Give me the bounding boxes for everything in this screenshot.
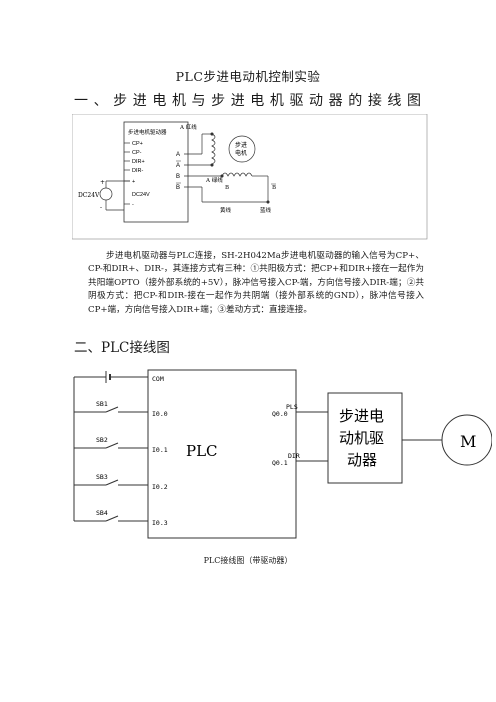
coil-b-label: B [225, 185, 229, 191]
plc-wiring-diagram: COM I0.0 I0.1 I0.2 I0.3 Q0.0 Q0.1 SB1 SB… [73, 369, 492, 539]
dc-supply-symbol [99, 187, 113, 201]
com-label: COM [152, 375, 164, 383]
plc-box [147, 369, 297, 539]
driver-label-line3: 动器 [347, 451, 377, 469]
motor-label-2: 电机 [235, 149, 247, 157]
terminal-minus: - [132, 202, 134, 208]
external-plus: + [100, 179, 105, 186]
input-i03: I0.3 [152, 519, 168, 527]
motor-label: M [460, 432, 476, 451]
input-i01: I0.1 [152, 446, 168, 454]
sb1-label: SB1 [96, 400, 108, 408]
stepper-wiring-diagram: 步进电机驱动器 CP+ CP- DIR+ DIR- + - DC24V DC24… [72, 114, 428, 240]
dir-label: DIR [288, 452, 300, 460]
stepper-driver-box [327, 392, 403, 484]
driver-label-line1: 步进电 [339, 407, 384, 425]
input-i00: I0.0 [152, 410, 168, 418]
yellow-wire-label: 黄线 [220, 206, 232, 214]
driver-title: 步进电机驱动器 [128, 128, 167, 136]
phase-b: B [176, 174, 180, 180]
section2-heading: 二、PLC接线图 [74, 340, 170, 356]
output-q00: Q0.0 [272, 410, 288, 418]
driver-label-line2: 动机驱 [339, 429, 384, 447]
motor-label-1: 步进 [235, 141, 247, 149]
terminal-cp-plus: CP+ [132, 141, 143, 147]
driver-supply-label: DC24V [132, 192, 150, 198]
body-paragraph: 步进电机驱动器与PLC连接，SH-2H042Ma步进电机驱动器的输入信号为CP+… [88, 251, 424, 315]
phase-a: A [176, 152, 180, 158]
motor-symbol [228, 135, 256, 163]
phase-b-bar: B [176, 185, 180, 191]
green-wire-label: A 绿线 [205, 176, 223, 184]
figure-caption: PLC接线图（带驱动器） [203, 556, 293, 565]
terminal-dir-minus: DIR- [132, 168, 143, 174]
input-i02: I0.2 [152, 483, 168, 491]
sb4-label: SB4 [96, 509, 108, 517]
external-minus: - [100, 204, 102, 211]
external-supply-label: DC24V [78, 192, 100, 199]
page-title: PLC步进电动机控制实验 [175, 69, 321, 84]
motor-circle [441, 414, 492, 466]
blue-wire-label: 蓝线 [260, 206, 272, 214]
red-wire-label: A 红线 [179, 123, 197, 131]
terminal-cp-minus: CP- [132, 150, 142, 156]
terminal-plus: + [132, 179, 135, 185]
coil-b-bar-label: B [272, 185, 276, 191]
pls-label: PLS [286, 403, 298, 411]
phase-a-bar: A [176, 163, 180, 169]
plc-label: PLC [186, 442, 218, 460]
sb3-label: SB3 [96, 473, 108, 481]
terminal-dir-plus: DIR+ [132, 159, 145, 165]
output-q01: Q0.1 [272, 459, 288, 467]
driver-box [123, 121, 189, 223]
sb2-label: SB2 [96, 436, 108, 444]
section1-heading: 一、步进电机与步进电机驱动器的接线图 [74, 93, 422, 109]
